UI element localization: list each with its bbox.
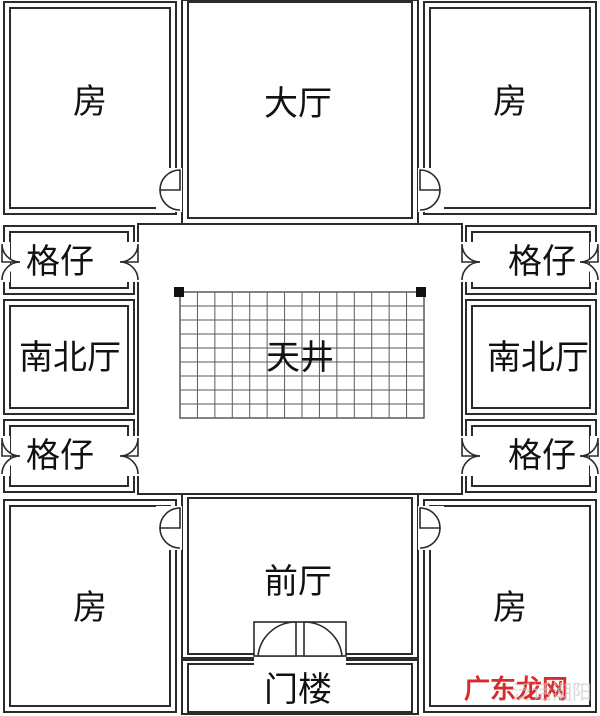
label-room-bottom-right: 房 [493, 588, 527, 628]
door-top-right [418, 168, 444, 212]
door-side-1-left-inner [119, 242, 140, 282]
pillar-right [416, 287, 426, 297]
door-side-2-left-outer [0, 436, 21, 476]
label-room-top-right: 房 [493, 82, 527, 122]
label-gate-tower: 门楼 [264, 670, 332, 710]
ns-hall-left-outline [3, 299, 135, 415]
door-bottom-right [418, 506, 444, 550]
label-room-bottom-left: 房 [73, 588, 107, 628]
room-top-right-outline [423, 1, 597, 215]
room-top-left-outline [3, 1, 177, 215]
room-bottom-right-outline [423, 499, 597, 713]
label-ns-hall-left: 南北厅 [19, 338, 121, 378]
ns-hall-left-inner [9, 305, 129, 409]
door-side-2-left-inner [119, 436, 140, 476]
label-side-room-1-right: 格仔 [508, 242, 576, 282]
room-top-left-inner [9, 7, 171, 209]
door-bottom-left [156, 506, 182, 550]
pillar-left [174, 287, 184, 297]
label-main-hall: 大厅 [264, 84, 332, 124]
courtyard-grid [179, 291, 425, 419]
room-top-right-inner [429, 7, 591, 209]
label-ns-hall-right: 南北厅 [487, 338, 589, 378]
label-side-room-2-right: 格仔 [508, 436, 576, 476]
doors [0, 168, 600, 666]
watermark-site-name: 广东龙网 [464, 674, 568, 705]
door-top-left [156, 168, 182, 212]
door-side-2-right-outer [579, 436, 600, 476]
watermark-faint-text: 泛话潮阳 [512, 680, 592, 704]
main-hall-inner [187, 1, 413, 219]
label-side-room-2-left: 格仔 [26, 436, 94, 476]
label-room-top-left: 房 [73, 82, 107, 122]
door-side-1-right-inner [460, 242, 481, 282]
door-gate-double [253, 621, 347, 666]
ns-hall-right-outline [465, 299, 597, 415]
room-bottom-left-inner [9, 505, 171, 707]
label-side-room-1-left: 格仔 [26, 242, 94, 282]
label-front-hall: 前厅 [264, 562, 332, 602]
door-side-1-right-outer [579, 242, 600, 282]
room-bottom-right-inner [429, 505, 591, 707]
room-bottom-left-outline [3, 499, 177, 713]
door-side-2-right-inner [460, 436, 481, 476]
ns-hall-right-inner [471, 305, 591, 409]
label-courtyard: 天井 [266, 338, 334, 378]
door-side-1-left-outer [0, 242, 21, 282]
